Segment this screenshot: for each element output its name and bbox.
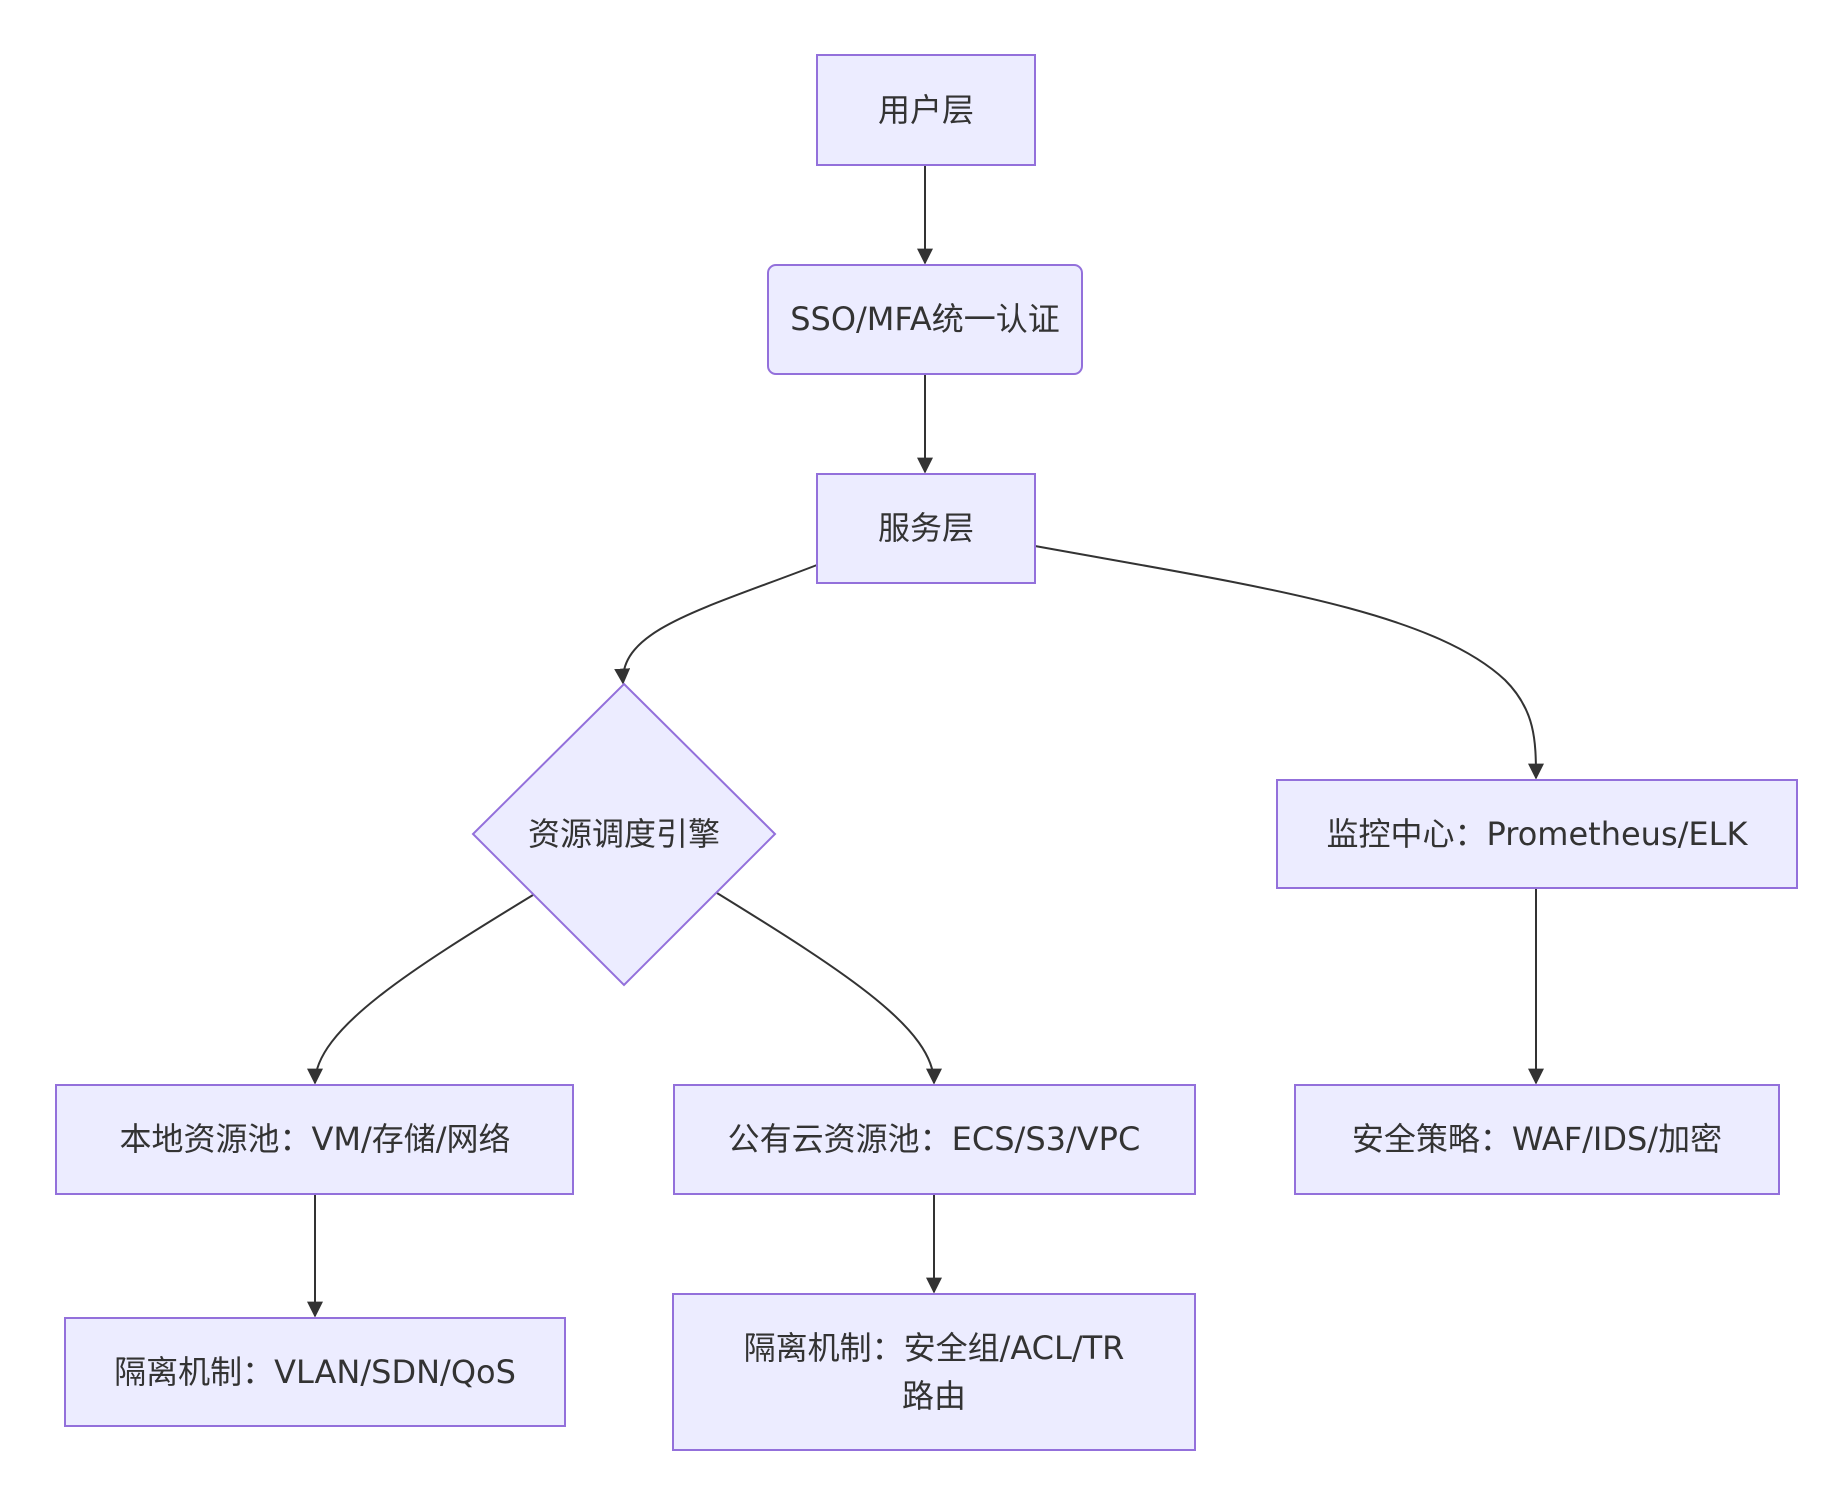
node-local-isolation: 隔离机制：VLAN/SDN/QoS xyxy=(64,1317,566,1427)
node-public-isolation: 隔离机制：安全组/ACL/TR 路由 xyxy=(672,1293,1196,1451)
node-user-label: 用户层 xyxy=(878,91,974,129)
edge-service-to-monitor xyxy=(1034,545,1544,780)
edge-scheduler-to-public xyxy=(716,892,942,1085)
node-public-isolation-label-line2: 路由 xyxy=(902,1377,966,1415)
node-monitor-label: 监控中心：Prometheus/ELK xyxy=(1327,815,1749,853)
node-security: 安全策略：WAF/IDS/加密 xyxy=(1294,1084,1780,1195)
node-local-pool-label: 本地资源池：VM/存储/网络 xyxy=(119,1120,510,1158)
node-user: 用户层 xyxy=(816,54,1036,166)
node-local-pool: 本地资源池：VM/存储/网络 xyxy=(55,1084,574,1195)
node-auth-label: SSO/MFA统一认证 xyxy=(790,300,1060,338)
node-service: 服务层 xyxy=(816,473,1036,584)
node-service-label: 服务层 xyxy=(878,509,974,547)
node-security-label: 安全策略：WAF/IDS/加密 xyxy=(1352,1120,1722,1158)
node-scheduler-label: 资源调度引擎 xyxy=(528,815,720,853)
edges xyxy=(307,165,1544,1318)
edge-service-to-scheduler xyxy=(614,564,818,685)
node-public-pool-label: 公有云资源池：ECS/S3/VPC xyxy=(728,1120,1141,1158)
node-local-isolation-label: 隔离机制：VLAN/SDN/QoS xyxy=(114,1353,516,1391)
node-monitor: 监控中心：Prometheus/ELK xyxy=(1276,779,1798,889)
node-public-pool: 公有云资源池：ECS/S3/VPC xyxy=(673,1084,1196,1195)
node-scheduler: 资源调度引擎 xyxy=(471,682,777,987)
node-auth: SSO/MFA统一认证 xyxy=(767,264,1083,375)
node-public-isolation-label-line1: 隔离机制：安全组/ACL/TR xyxy=(744,1329,1125,1367)
edge-scheduler-to-local xyxy=(307,894,534,1085)
